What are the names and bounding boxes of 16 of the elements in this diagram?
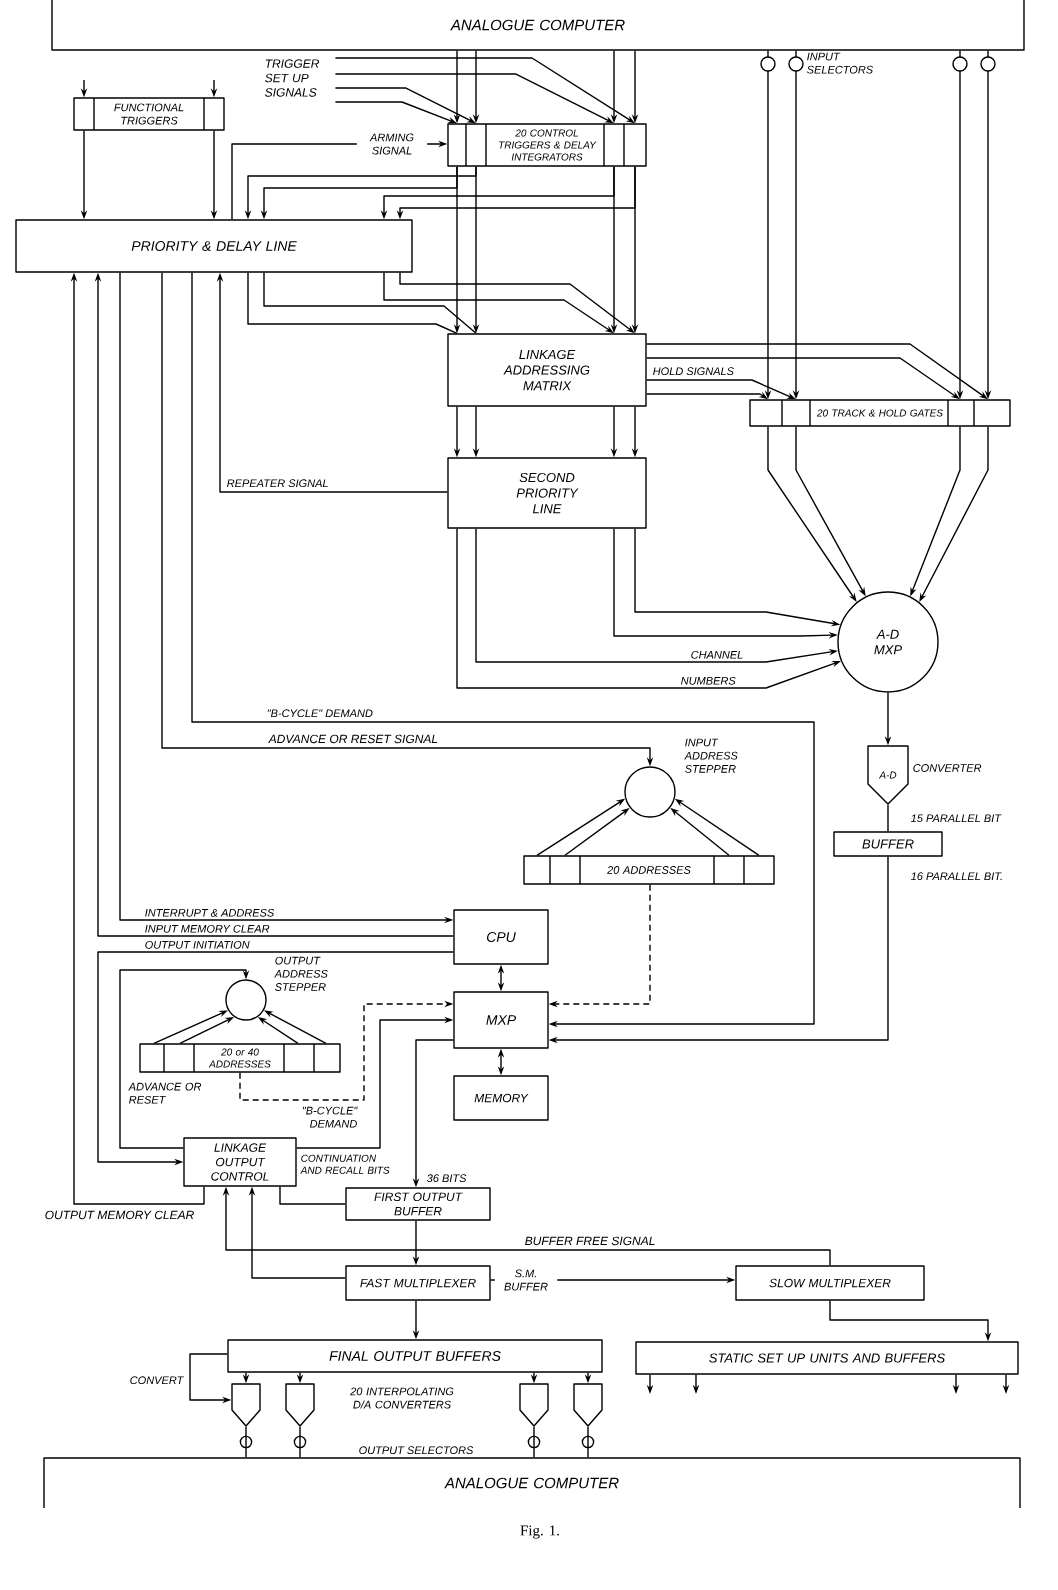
connector-line bbox=[245, 1426, 247, 1458]
converter-symbol bbox=[285, 1383, 315, 1427]
connector-line bbox=[587, 1426, 589, 1458]
connector-line bbox=[299, 1426, 301, 1458]
stepper-circle bbox=[225, 979, 267, 1021]
converter-symbol bbox=[519, 1383, 549, 1427]
arrow bbox=[119, 969, 250, 1149]
connector-line bbox=[279, 1186, 346, 1205]
connector-line bbox=[533, 1426, 535, 1458]
converter-symbol bbox=[231, 1383, 261, 1427]
arrow bbox=[191, 272, 815, 1028]
connector-line bbox=[263, 272, 477, 334]
connector-line bbox=[887, 804, 889, 832]
converter-symbol bbox=[573, 1383, 603, 1427]
connector-line bbox=[247, 272, 458, 334]
stepper-circle bbox=[624, 766, 676, 818]
